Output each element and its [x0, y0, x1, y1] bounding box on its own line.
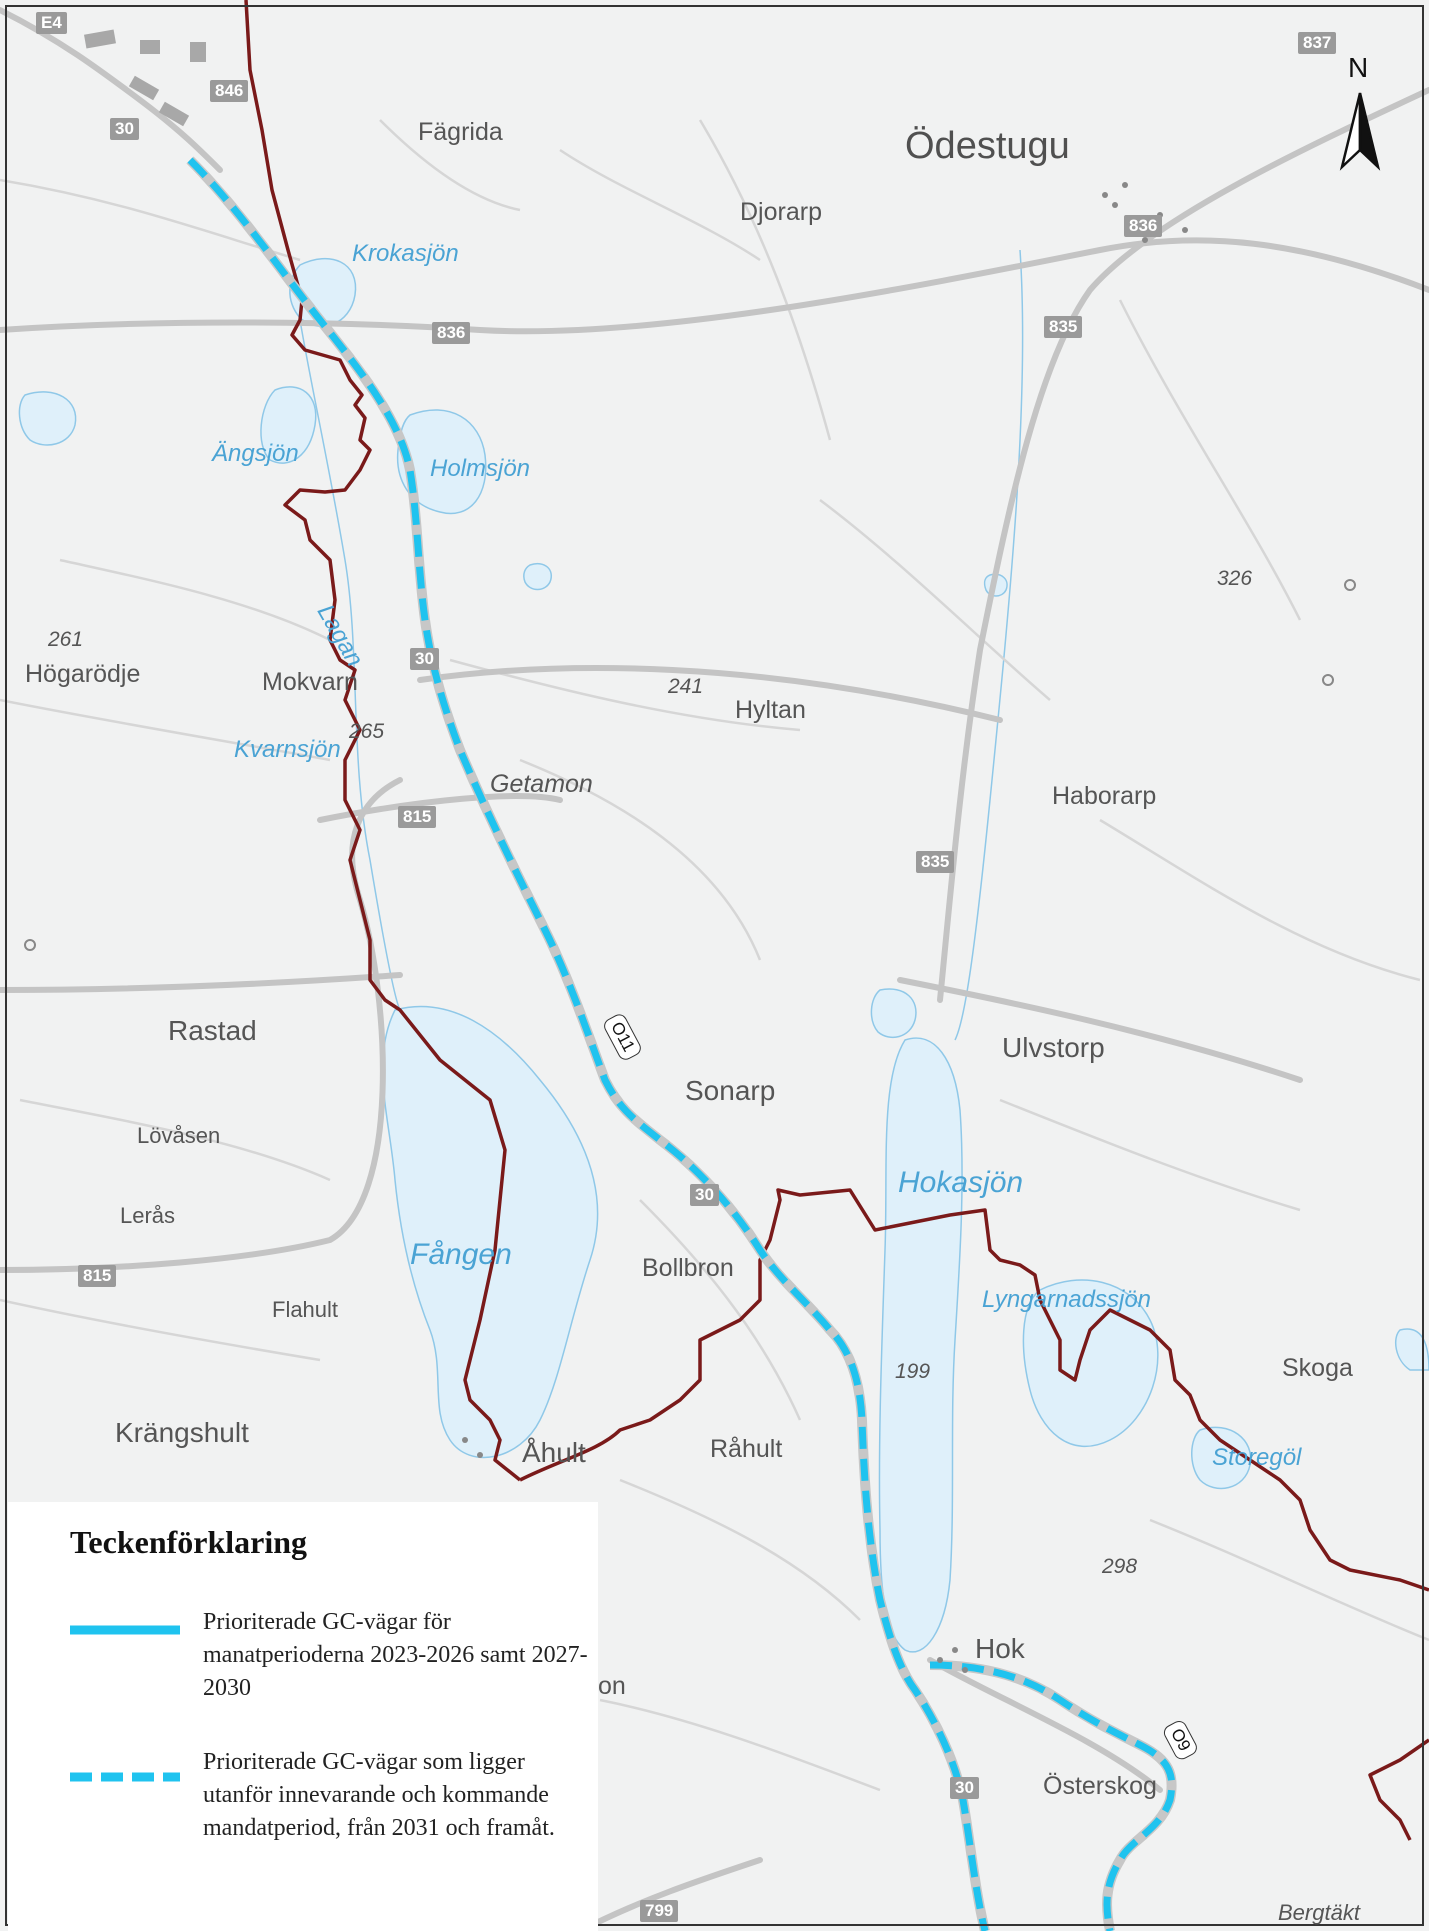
road-shield-815-west: 815 [78, 1265, 117, 1287]
elevation-298: 298 [1102, 1555, 1138, 1578]
legend-item-solid-text: Prioriterade GC-vägar för manatperiodern… [203, 1609, 588, 1701]
elevation-265: 265 [349, 720, 385, 743]
label-krokasjon: Krokasjön [352, 240, 459, 267]
label-hyltan: Hyltan [735, 696, 806, 724]
road-836 [0, 237, 1429, 335]
label-hogarodje: Högarödje [25, 660, 141, 688]
road-shield-30-mid: 30 [410, 648, 439, 670]
label-hokasjon: Hokasjön [898, 1166, 1024, 1199]
label-bollbron: Bollbron [642, 1254, 734, 1282]
label-ulvstorp: Ulvstorp [1002, 1032, 1105, 1063]
road-815b [317, 793, 563, 823]
legend-title: Teckenförklaring [70, 1524, 308, 1560]
buildings [84, 29, 206, 127]
road-799 [577, 1857, 763, 1931]
north-arrow-icon [1339, 92, 1381, 171]
label-holmsjon: Holmsjön [430, 455, 531, 482]
road-shield-815-north: 815 [398, 806, 437, 828]
lake-east-edge [1394, 1328, 1429, 1371]
lake-west-small [18, 391, 77, 446]
label-getamon: Getamon [490, 770, 593, 798]
legend-panel: Teckenförklaring Prioriterade GC-vägar f… [8, 1502, 598, 1931]
legend-symbol-solid [70, 1625, 180, 1635]
elevation-241: 241 [668, 675, 704, 698]
road-rastad [0, 972, 403, 993]
lake-hok-north [870, 988, 917, 1039]
road-shield-e4: E4 [36, 12, 67, 34]
label-skoga: Skoga [1282, 1354, 1353, 1382]
lake-storegol [1191, 1426, 1252, 1490]
boundary-southeast [1368, 1738, 1429, 1841]
elevation-199: 199 [895, 1360, 931, 1383]
road-shield-846: 846 [210, 80, 249, 102]
label-sonarp: Sonarp [685, 1075, 776, 1106]
lake-angsjon [260, 386, 317, 464]
label-osterskog: Österskog [1043, 1772, 1157, 1800]
gc-route-main [187, 157, 989, 1931]
main-roads [0, 7, 1429, 1931]
stream-lagan [299, 319, 401, 1011]
gc-route-o9 [929, 1661, 1176, 1931]
label-angsjon: Ängsjön [212, 440, 299, 467]
label-leras: Lerås [120, 1203, 176, 1228]
road-shield-30: 30 [110, 118, 139, 140]
legend-item-dashed-text: Prioriterade GC-vägar som ligger utanför… [203, 1749, 555, 1841]
lake-fangen [381, 1005, 599, 1459]
label-rahult: Råhult [710, 1435, 783, 1463]
label-lovasen: Lövåsen [137, 1123, 221, 1148]
label-mokvarn: Mokvarn [262, 668, 358, 696]
minor-roads [0, 119, 1429, 1792]
map-frame [5, 5, 1424, 1926]
gc-routes [186, 156, 1177, 1931]
label-haborarp: Haborarp [1052, 782, 1157, 810]
label-fagrida: Fägrida [418, 118, 503, 146]
boundary-east [519, 1188, 1429, 1592]
boundary-lines [244, 0, 1429, 1841]
road-e4 [0, 7, 223, 173]
label-kvarnsjon: Kvarnsjön [234, 736, 341, 763]
label-rastad: Rastad [168, 1015, 257, 1046]
road-shield-836-west: 836 [432, 322, 471, 344]
legend-symbol-dashed [70, 1772, 180, 1782]
road-shield-837: 837 [1298, 32, 1337, 54]
label-fangen: Fången [410, 1238, 512, 1271]
label-storegol: Storegöl [1212, 1444, 1302, 1471]
road-jump [417, 665, 1003, 723]
label-ahult: Åhult [522, 1437, 586, 1468]
elevation-326: 326 [1217, 567, 1253, 590]
label-on-partial: on [598, 1672, 626, 1700]
road-hok [927, 1657, 1163, 1793]
label-odestugu: Ödestugu [905, 125, 1070, 167]
road-shield-836-east: 836 [1124, 215, 1163, 237]
label-hok: Hok [975, 1633, 1025, 1664]
road-shield-30-hok: 30 [950, 1777, 979, 1799]
boundary-west [244, 0, 522, 1482]
label-krangshult: Krängshult [115, 1417, 249, 1448]
lake-hokasjon [878, 1037, 963, 1653]
road-835 [937, 87, 1429, 1003]
north-letter: N [1348, 52, 1369, 83]
label-djorarp: Djorarp [740, 198, 822, 226]
road-shield-835-north: 835 [1044, 316, 1083, 338]
road-shield-30-south: 30 [690, 1184, 719, 1206]
label-lyngarnadssjon: Lyngarnadssjön [982, 1286, 1152, 1313]
elevation-261: 261 [48, 628, 84, 651]
label-bergtakt: Bergtäkt [1278, 1900, 1360, 1925]
road-shield-799: 799 [640, 1900, 679, 1922]
water-bodies [18, 249, 1429, 1653]
road-ulvstorp [897, 977, 1303, 1083]
road-shield-835-south: 835 [916, 851, 955, 873]
lake-lyngarnadssjon [1022, 1279, 1159, 1447]
lake-hyltan-small [523, 563, 552, 591]
label-flahult: Flahult [272, 1297, 339, 1322]
